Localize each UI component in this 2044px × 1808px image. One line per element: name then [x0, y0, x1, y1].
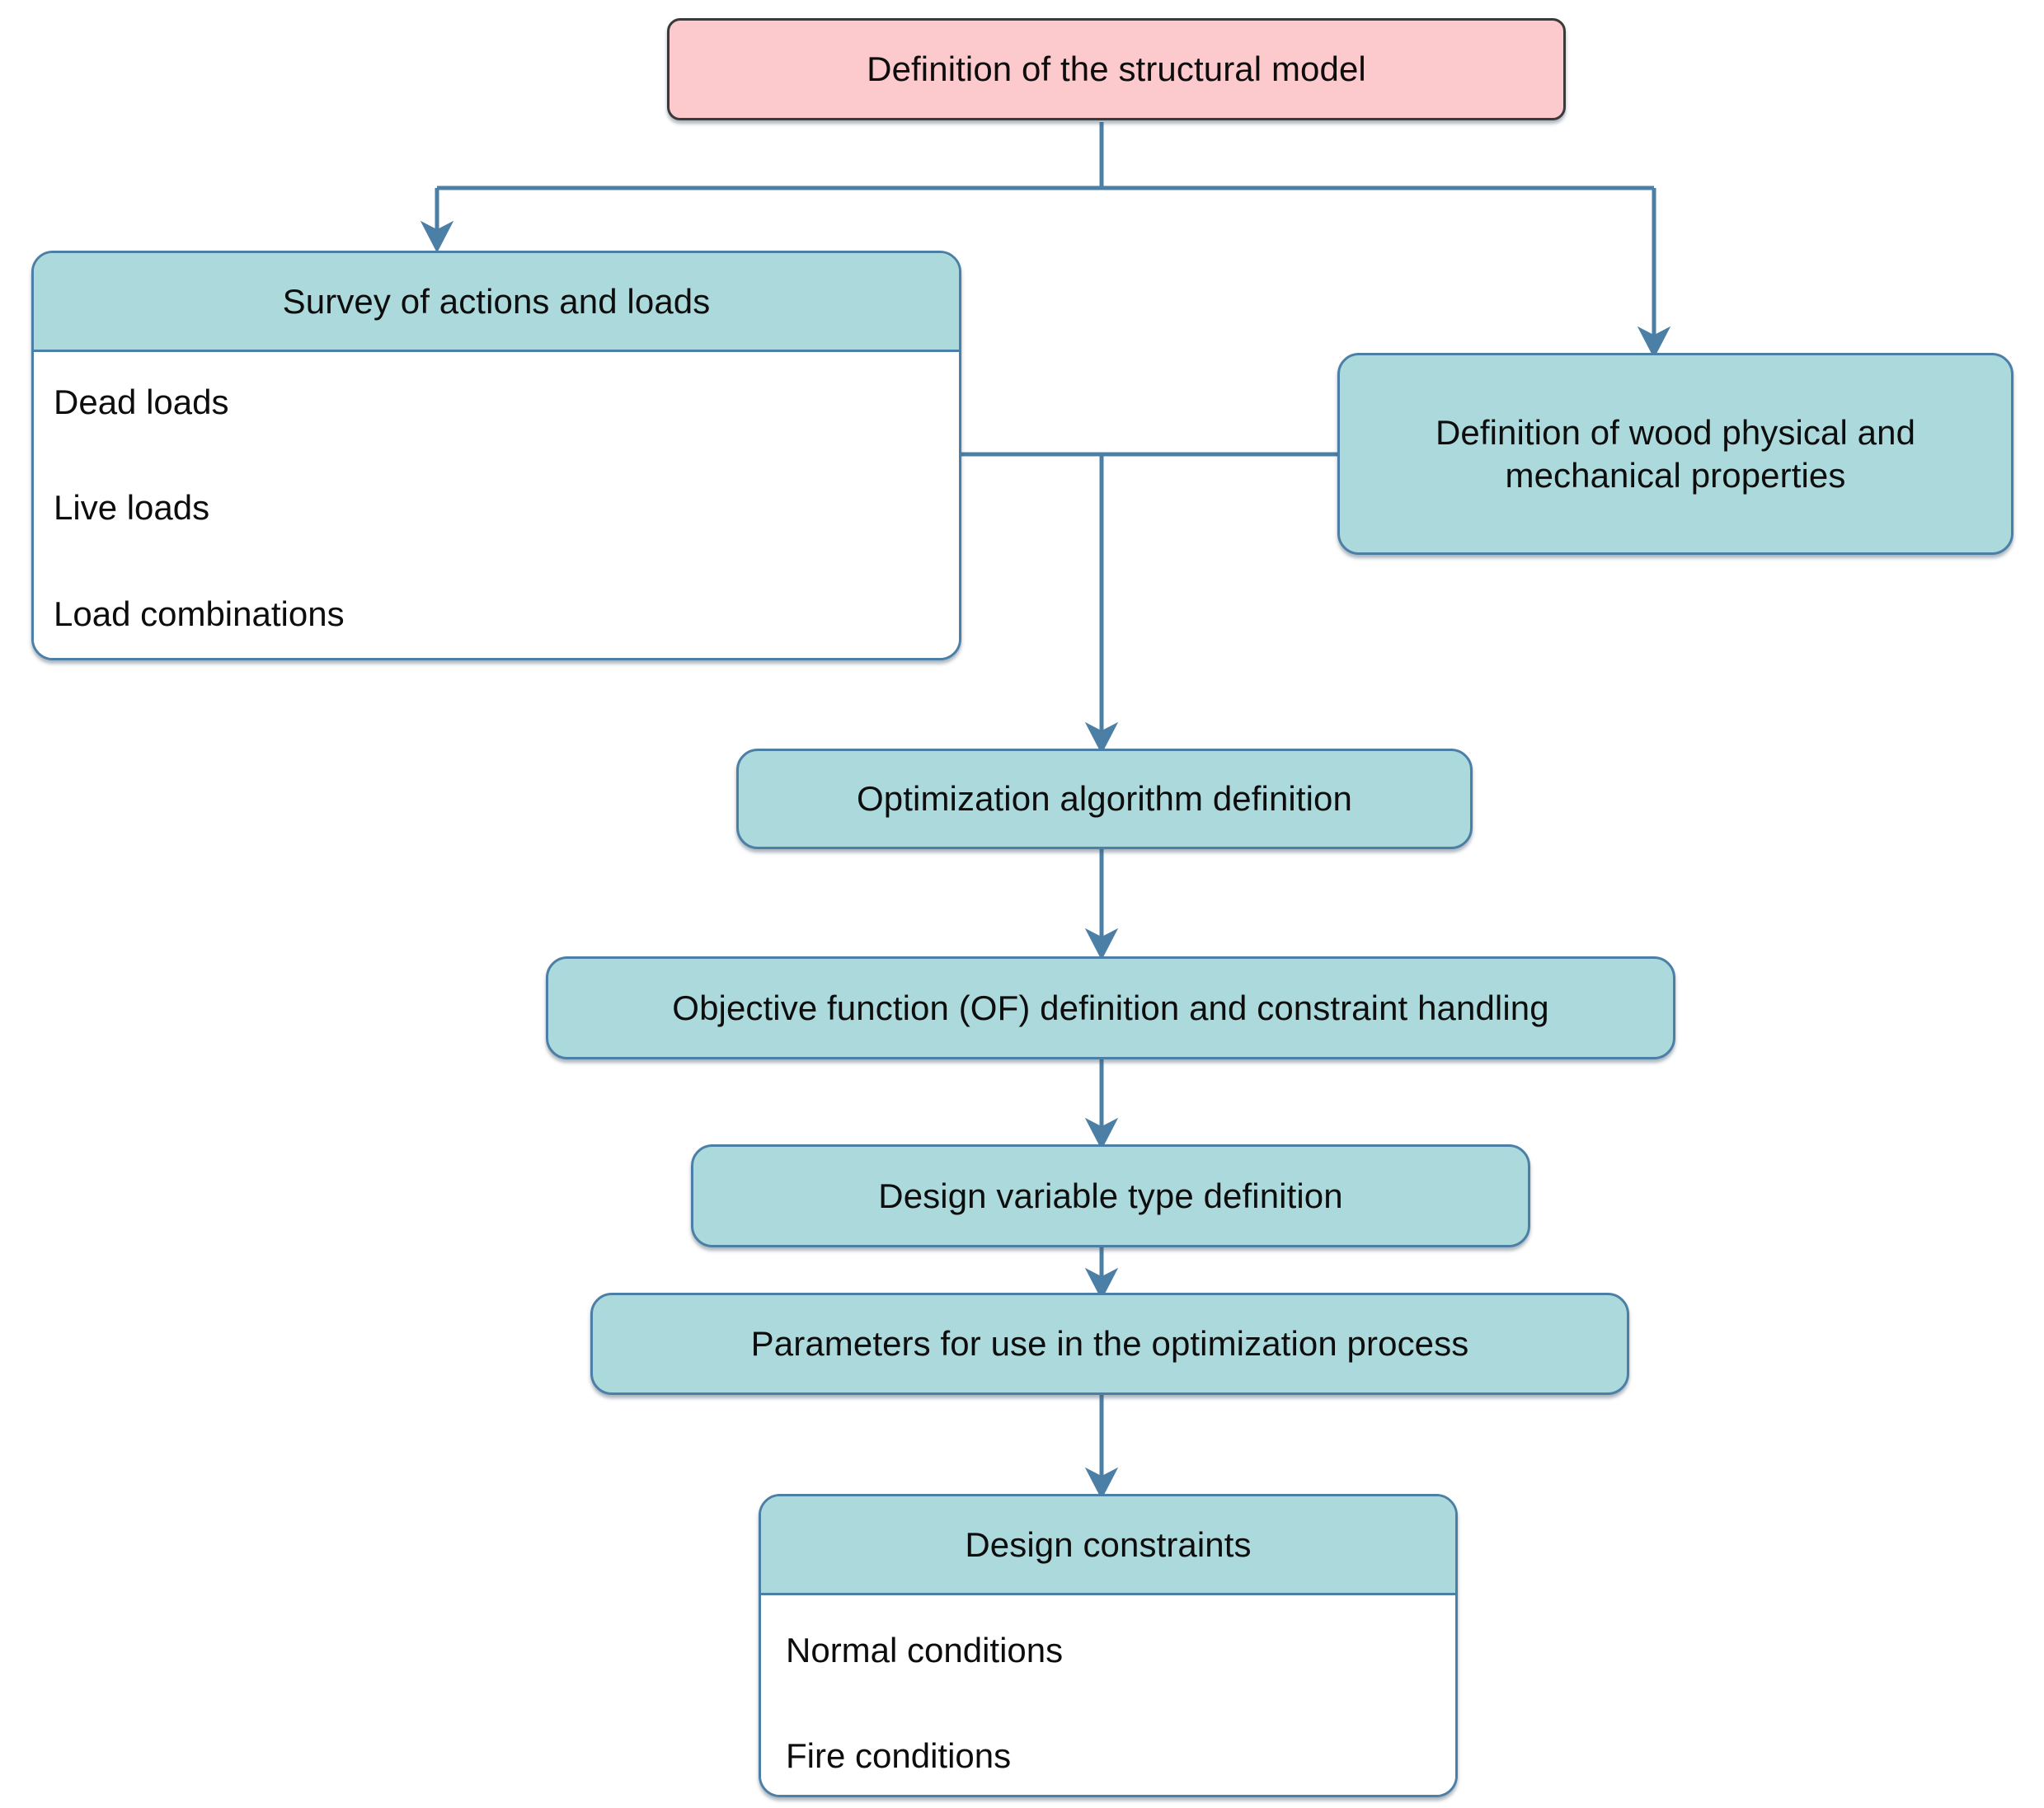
node-label-optimization-algorithm-definition: Optimization algorithm definition: [857, 779, 1352, 819]
node-label-definition-structural-model: Definition of the structural model: [867, 49, 1366, 89]
node-design-constraints[interactable]: Design constraints Normal conditions Fir…: [759, 1494, 1458, 1797]
node-label-wood-properties: Definition of wood physical and mechanic…: [1435, 413, 1916, 495]
list-item-live-loads: Live loads: [54, 488, 210, 528]
list-item-normal-conditions: Normal conditions: [786, 1631, 1064, 1669]
node-header-survey-of-actions-and-loads: Survey of actions and loads: [34, 253, 959, 352]
node-design-variable-type-definition[interactable]: Design variable type definition: [691, 1144, 1530, 1247]
node-optimization-algorithm-definition[interactable]: Optimization algorithm definition: [736, 749, 1473, 849]
list-item-fire-conditions: Fire conditions: [786, 1736, 1012, 1776]
node-label-objective-function-definition: Objective function (OF) definition and c…: [672, 988, 1549, 1027]
node-definition-structural-model[interactable]: Definition of the structural model: [667, 18, 1566, 120]
node-body-survey-of-actions-and-loads: Dead loads Live loads Load combinations: [34, 352, 959, 658]
node-label-design-variable-type-definition: Design variable type definition: [878, 1176, 1343, 1215]
node-wood-properties[interactable]: Definition of wood physical and mechanic…: [1337, 353, 2013, 555]
node-label-parameters-for-optimization: Parameters for use in the optimization p…: [750, 1324, 1469, 1364]
node-objective-function-definition[interactable]: Objective function (OF) definition and c…: [546, 956, 1675, 1059]
node-parameters-for-optimization[interactable]: Parameters for use in the optimization p…: [590, 1293, 1629, 1395]
list-item-load-combinations: Load combinations: [54, 594, 345, 633]
node-body-design-constraints: Normal conditions Fire conditions: [761, 1595, 1455, 1795]
node-header-label-survey: Survey of actions and loads: [282, 281, 711, 321]
node-header-label-design-constraints: Design constraints: [965, 1524, 1252, 1564]
node-survey-of-actions-and-loads[interactable]: Survey of actions and loads Dead loads L…: [31, 251, 961, 660]
node-header-design-constraints: Design constraints: [761, 1496, 1455, 1595]
list-item-dead-loads: Dead loads: [54, 383, 229, 421]
